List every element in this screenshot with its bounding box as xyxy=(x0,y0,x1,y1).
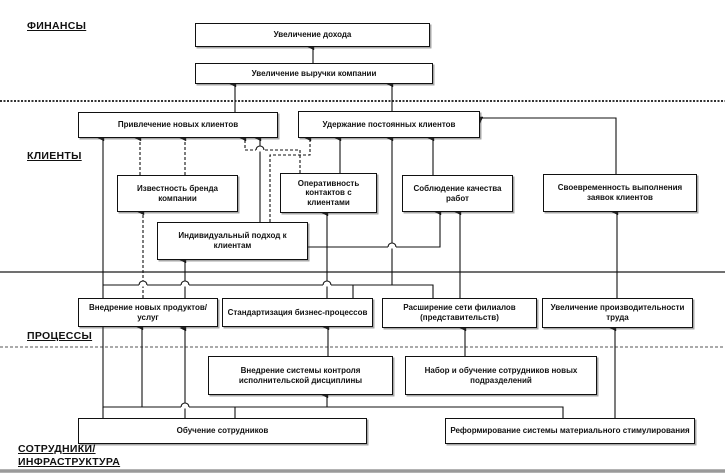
staff-label-line1: СОТРУДНИКИ/ xyxy=(18,443,96,455)
node-uvelichenie-dohoda: Увеличение дохода xyxy=(195,23,430,47)
section-label-staff-infrastructure: СОТРУДНИКИ/ ИНФРАСТРУКТУРА xyxy=(18,443,120,469)
connector-individ-to-uderzhanie xyxy=(269,134,312,222)
node-label: Увеличение выручки компании xyxy=(251,68,377,78)
node-label: Набор и обучение сотрудников новых подра… xyxy=(424,365,578,385)
connector-process-collector xyxy=(103,284,434,298)
hop-arc xyxy=(180,280,190,286)
node-label: Оперативность контактов с клиентами xyxy=(297,178,360,207)
node-obuchenie-sotrudnikov: Обучение сотрудников xyxy=(78,418,367,444)
node-label: Соблюдение качества работ xyxy=(413,183,502,203)
node-label: Стандартизация бизнес-процессов xyxy=(227,307,368,317)
node-nabor-i-obuchenie-sotrudnikov: Набор и обучение сотрудников новых подра… xyxy=(405,356,597,395)
node-uderzhanie-klientov: Удержание постоянных клиентов xyxy=(298,111,480,138)
node-sobludenie-kachestva: Соблюдение качества работ xyxy=(402,175,513,212)
node-label: Увеличение производительности труда xyxy=(550,303,685,322)
node-standartizaciya-processov: Стандартизация бизнес-процессов xyxy=(222,298,373,327)
node-label: Обучение сотрудников xyxy=(176,426,269,436)
staff-label-line2: ИНФРАСТРУКТУРА xyxy=(18,456,121,469)
hop-arc xyxy=(387,242,397,248)
node-vnedrenie-novyh-produktov: Внедрение новых продуктов/услуг xyxy=(78,298,218,327)
node-individualny-podhod: Индивидуальный подход к клиентам xyxy=(157,222,308,260)
section-divider-lines xyxy=(0,100,725,473)
node-izvestnost-brenda: Известность бренда компании xyxy=(117,175,238,212)
node-uvelichenie-vyruchki: Увеличение выручки компании xyxy=(195,63,433,84)
node-label: Расширение сети филиалов (представительс… xyxy=(403,303,516,322)
hop-arc xyxy=(180,402,190,408)
node-sistema-kontrolya-discipliny: Внедрение системы контроля исполнительск… xyxy=(208,356,393,395)
node-operativnost-kontaktov: Оперативность контактов с клиентами xyxy=(280,173,377,213)
node-label: Индивидуальный подход к клиентам xyxy=(178,231,287,250)
node-label: Привлечение новых клиентов xyxy=(117,120,239,130)
node-rasshirenie-seti-filialov: Расширение сети филиалов (представительс… xyxy=(382,298,537,328)
section-label-finances: ФИНАНСЫ xyxy=(27,20,86,33)
node-svoevremennost-zayavok: Своевременность выполнения заявок клиент… xyxy=(543,174,697,212)
hop-arc xyxy=(255,145,265,151)
section-label-clients: КЛИЕНТЫ xyxy=(27,150,82,163)
node-reformirovanie-stimulirovaniya: Реформирование системы материального сти… xyxy=(445,418,695,444)
node-uvelichenie-proizvoditelnosti: Увеличение производительности труда xyxy=(542,298,693,328)
finances-label-text: ФИНАНСЫ xyxy=(27,20,87,32)
node-privlechenie-novyh-klientov: Привлечение новых клиентов xyxy=(78,112,278,138)
connector-operativnost-to-privlechenie xyxy=(239,134,301,173)
connector-reforma-collector-to-privlechenie xyxy=(97,134,564,418)
node-label: Внедрение системы контроля исполнительск… xyxy=(238,365,363,385)
node-label: Реформирование системы материального сти… xyxy=(450,426,690,436)
hop-arc xyxy=(322,280,332,286)
section-label-processes: ПРОЦЕССЫ xyxy=(27,330,92,343)
node-label: Известность бренда компании xyxy=(136,183,218,203)
node-label: Удержание постоянных клиентов xyxy=(322,119,456,129)
clients-label-text: КЛИЕНТЫ xyxy=(27,150,82,162)
node-label: Своевременность выполнения заявок клиент… xyxy=(557,183,683,202)
processes-label-text: ПРОЦЕССЫ xyxy=(27,330,93,342)
node-label: Увеличение дохода xyxy=(273,30,352,40)
line-crossing-hops xyxy=(138,145,397,409)
connector-individ-to-kachestvo xyxy=(308,208,442,248)
node-label: Внедрение новых продуктов/услуг xyxy=(88,302,207,322)
hop-arc xyxy=(138,280,148,286)
connector-svoevremennost-to-uderzhanie xyxy=(476,116,617,174)
